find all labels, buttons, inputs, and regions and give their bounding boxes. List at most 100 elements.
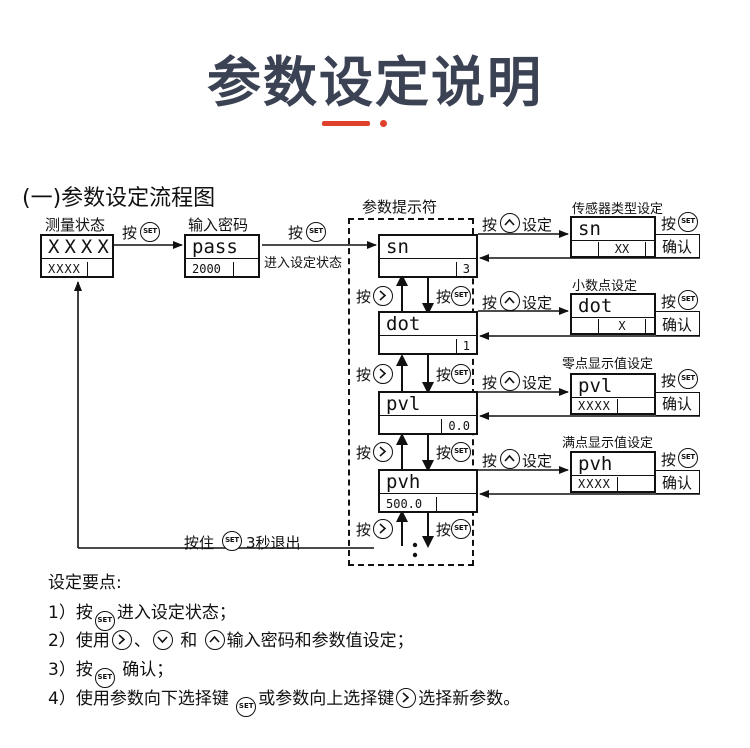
- password-display: pass 2000: [184, 234, 260, 278]
- setting-display-pvh: pvh XXXX: [570, 451, 656, 493]
- param-bottom-value: 0.0: [441, 419, 476, 433]
- up-key-icon: [500, 213, 520, 233]
- note-text: 和: [180, 631, 198, 651]
- note-text: 、: [133, 631, 151, 651]
- press-label: 按: [288, 224, 304, 242]
- press-label: 按: [436, 366, 452, 384]
- note-text: 输入密码和参数值设定；: [226, 631, 414, 651]
- press-label: 按: [356, 288, 372, 306]
- setting-display-dot: dot X: [570, 293, 656, 335]
- exit-label: 3秒退出: [246, 534, 301, 552]
- right-key-icon: [396, 688, 417, 708]
- note-2: 2）使用 、 和 输入密码和参数值设定；: [48, 626, 414, 651]
- set-key-icon: SET: [678, 448, 698, 468]
- set-key-icon: SET: [94, 668, 115, 688]
- setting-top-value: pvh: [572, 453, 654, 476]
- right-key-icon: [111, 630, 132, 650]
- up-key-icon: [500, 371, 520, 391]
- press-label: 按: [356, 366, 372, 384]
- setting-label: 满点显示值设定: [562, 436, 654, 451]
- press-label: 按: [661, 372, 677, 390]
- note-text: 4）使用参数向下选择键: [48, 689, 229, 709]
- press-label: 按: [661, 293, 677, 311]
- set-key-icon: SET: [222, 531, 242, 551]
- measure-bottom-value: XXXX: [42, 262, 88, 276]
- title-accent-dot: [380, 120, 387, 127]
- up-key-icon: [500, 449, 520, 469]
- measure-display: XXXX XXXX: [40, 234, 114, 278]
- confirm-label: 确认: [662, 395, 693, 413]
- set-key-icon: SET: [306, 222, 326, 242]
- password-bottom-value: 2000: [186, 262, 234, 276]
- page-title: 参数设定说明: [207, 51, 543, 114]
- title-accent-bar: [322, 121, 370, 126]
- param-top-value: dot: [380, 313, 476, 336]
- right-key-icon: [373, 519, 393, 539]
- set-key-icon: SET: [451, 442, 471, 462]
- press-label: 按: [122, 224, 138, 242]
- confirm-label: 确认: [662, 474, 693, 492]
- setting-bottom-value: X: [598, 319, 646, 333]
- param-bottom-value: 1: [455, 339, 476, 353]
- confirm-label: 确认: [662, 238, 693, 256]
- exit-press-label: 按住: [184, 534, 215, 552]
- press-label: 按: [436, 521, 452, 539]
- set-key-icon: SET: [678, 290, 698, 310]
- confirm-label: 确认: [662, 316, 693, 334]
- press-label: 按: [436, 288, 452, 306]
- param-bottom-value: 500.0: [380, 497, 438, 511]
- setting-display-pvl: pvl XXXX: [570, 373, 656, 415]
- note-text: 进入设定状态；: [116, 603, 236, 623]
- press-label: 按: [482, 374, 498, 392]
- set-key-icon: SET: [94, 611, 115, 631]
- confirm-box: [656, 470, 700, 494]
- note-text: 2）使用: [48, 631, 110, 651]
- note-text: 或参数向上选择键: [258, 689, 395, 709]
- set-label: 设定: [522, 294, 553, 312]
- press-label: 按: [661, 215, 677, 233]
- note-text: 选择新参数。: [418, 689, 521, 709]
- set-key-icon: SET: [140, 222, 160, 242]
- note-text: 确认；: [122, 660, 174, 680]
- note-text: 1）按: [48, 603, 93, 623]
- setting-bottom-value: XXXX: [572, 399, 618, 413]
- down-key-icon: [152, 630, 173, 650]
- press-label: 按: [356, 521, 372, 539]
- press-label: 按: [482, 216, 498, 234]
- setting-bottom-value: XX: [598, 242, 646, 256]
- param-display-pvh: pvh 500.0: [378, 469, 478, 513]
- set-key-icon: SET: [451, 519, 471, 539]
- up-key-icon: [500, 291, 520, 311]
- enter-setting-label: 进入设定状态: [264, 256, 343, 271]
- measure-label: 测量状态: [45, 216, 106, 234]
- set-key-icon: SET: [451, 286, 471, 306]
- notes-title: 设定要点:: [48, 573, 122, 593]
- setting-display-sn: sn XX: [570, 216, 656, 258]
- setting-bottom-value: XXXX: [572, 477, 618, 491]
- confirm-box: [656, 311, 700, 336]
- confirm-box: [656, 392, 700, 416]
- right-key-icon: [373, 286, 393, 306]
- set-label: 设定: [522, 216, 553, 234]
- right-key-icon: [373, 442, 393, 462]
- set-key-icon: SET: [236, 697, 257, 717]
- confirm-box: [656, 234, 700, 258]
- set-key-icon: SET: [451, 364, 471, 384]
- setting-label: 小数点设定: [572, 279, 638, 294]
- set-label: 设定: [522, 452, 553, 470]
- measure-top-value: XXXX: [42, 236, 112, 259]
- param-display-pvl: pvl 0.0: [378, 391, 478, 435]
- up-key-icon: [204, 630, 225, 650]
- setting-label: 传感器类型设定: [572, 202, 664, 217]
- param-bottom-value: 3: [455, 262, 476, 276]
- password-top-value: pass: [186, 236, 258, 259]
- press-label: 按: [482, 452, 498, 470]
- param-display-sn: sn 3: [378, 234, 478, 278]
- param-top-value: sn: [380, 236, 476, 259]
- setting-top-value: dot: [572, 295, 654, 318]
- setting-top-value: sn: [572, 218, 654, 241]
- set-key-icon: SET: [678, 369, 698, 389]
